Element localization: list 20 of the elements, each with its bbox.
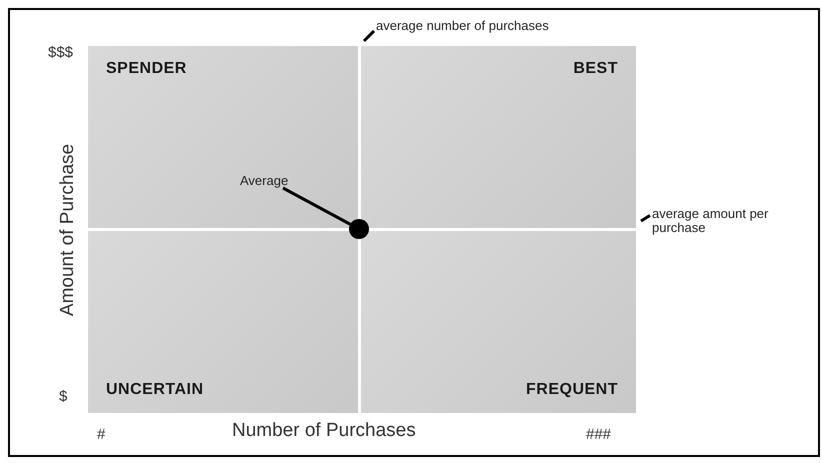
annotation-text: average amount per purchase: [652, 207, 777, 235]
axis-tick-label: ###: [586, 426, 612, 443]
quadrant-title: SPENDER: [106, 60, 187, 78]
annotation-text: average number of purchases: [376, 19, 646, 33]
axis-title: Number of Purchases: [232, 420, 416, 442]
axis-tick-label: #: [97, 426, 106, 443]
leader-line: [282, 186, 351, 226]
quadrant-title: UNCERTAIN: [106, 381, 204, 399]
quadrant-panel: [88, 46, 358, 228]
quadrant-panel: [88, 231, 358, 413]
leader-line: [640, 214, 651, 222]
axis-title: Amount of Purchase: [57, 144, 80, 316]
axis-tick-label: $$$: [48, 44, 74, 61]
quadrant-title: FREQUENT: [526, 381, 618, 399]
leader-line: [362, 30, 376, 42]
axis-tick-label: $: [59, 388, 68, 405]
quadrant-panel: [361, 231, 636, 413]
annotation-text: Average: [240, 174, 300, 188]
quadrant-panel: [361, 46, 636, 228]
quadrant-title: BEST: [573, 60, 618, 78]
